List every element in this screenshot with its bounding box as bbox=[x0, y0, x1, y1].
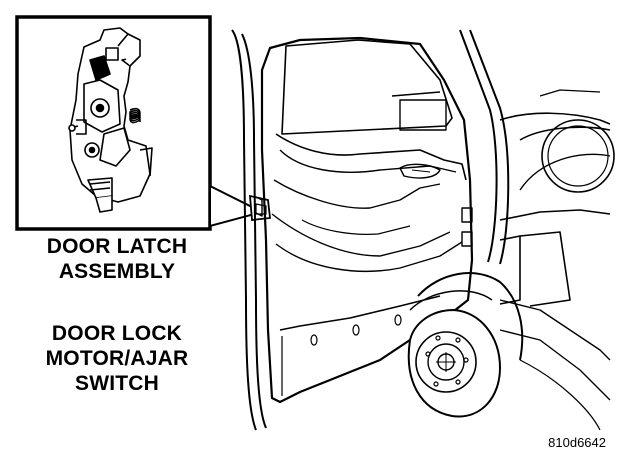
callout-motor-line2: MOTOR/AJAR bbox=[45, 347, 189, 370]
figure-id: 810d6642 bbox=[548, 435, 606, 450]
callout-motor-line1: DOOR LOCK bbox=[51, 322, 183, 345]
door-lock-motor-label: DOOR LOCK MOTOR/AJAR SWITCH bbox=[18, 321, 216, 396]
vehicle-interior bbox=[500, 90, 614, 430]
wheel-and-fender bbox=[409, 273, 522, 416]
door-frame bbox=[232, 30, 508, 430]
callout-motor-line3: SWITCH bbox=[74, 372, 160, 395]
latch-pointer bbox=[210, 186, 262, 226]
latch-assembly-illustration bbox=[69, 28, 152, 212]
door-latch-assembly-label: DOOR LATCH ASSEMBLY bbox=[18, 234, 216, 284]
callout-latch-line2: ASSEMBLY bbox=[58, 260, 176, 283]
callout-latch-line1: DOOR LATCH bbox=[46, 235, 188, 258]
